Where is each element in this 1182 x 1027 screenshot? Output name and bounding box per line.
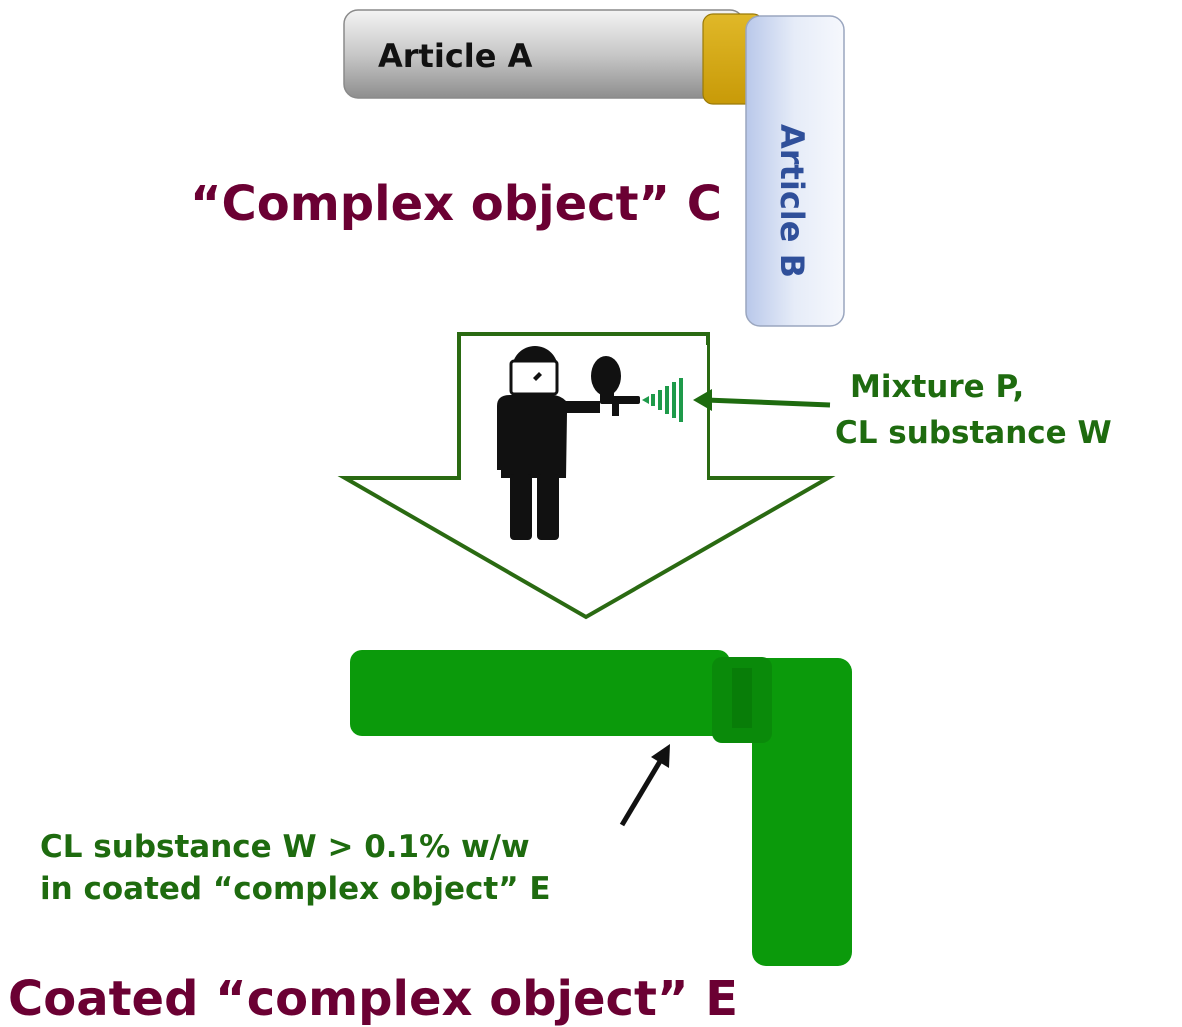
spray-mist-icon bbox=[642, 378, 683, 422]
article-b-bar bbox=[745, 15, 845, 327]
complex-object-c: Article A Article B bbox=[343, 9, 845, 327]
threshold-line-2: in coated “complex object” E bbox=[40, 871, 551, 907]
article-a-label: Article A bbox=[378, 37, 533, 75]
mixture-p-label: Mixture P, bbox=[850, 369, 1024, 405]
threshold-line-1: CL substance W > 0.1% w/w bbox=[40, 829, 530, 865]
coating-pointer-arrow bbox=[619, 744, 670, 827]
article-b-label: Article B bbox=[773, 124, 811, 278]
complex-object-c-title: “Complex object” C bbox=[190, 176, 722, 232]
coated-article-b bbox=[752, 658, 852, 966]
coated-object-e-title: Coated “complex object” E bbox=[8, 971, 738, 1027]
coated-article-a bbox=[350, 650, 730, 736]
mixture-pointer-arrow bbox=[693, 389, 831, 411]
spray-gun-icon bbox=[591, 356, 640, 416]
coated-complex-object-e bbox=[350, 650, 852, 966]
cl-substance-w-label: CL substance W bbox=[835, 415, 1112, 451]
